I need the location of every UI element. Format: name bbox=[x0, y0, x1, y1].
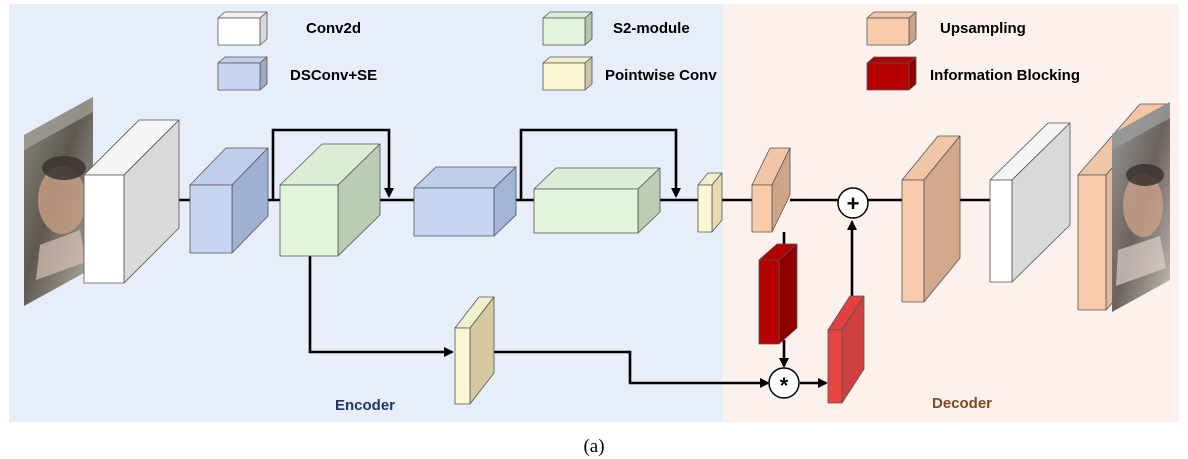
legend-pointwise-conv-label: Pointwise Conv bbox=[605, 67, 717, 84]
legend-dsconv-se-swatch bbox=[217, 56, 268, 91]
encoder-conv2d-block bbox=[83, 119, 180, 284]
legend-conv2d-label: Conv2d bbox=[306, 20, 361, 37]
add-operator: + bbox=[837, 187, 869, 219]
output-image bbox=[1112, 102, 1170, 312]
skip-connection-arrow bbox=[271, 128, 394, 200]
encoder-dsconv-se-block bbox=[413, 166, 517, 237]
decoder-label: Decoder bbox=[932, 395, 992, 412]
branch-pointwise-conv-block bbox=[454, 296, 495, 405]
decoder-upsampling-block bbox=[901, 135, 961, 303]
blocked-feature-block bbox=[827, 295, 865, 404]
encoder-pointwise-conv-block bbox=[697, 172, 723, 233]
encoder-branch-arrow bbox=[308, 256, 454, 357]
legend: Conv2d DSConv+SE S2-module Pointwise Con… bbox=[217, 11, 1080, 91]
legend-dsconv-se-label: DSConv+SE bbox=[290, 67, 377, 84]
encoder-label: Encoder bbox=[335, 397, 395, 414]
multiply-operator: * bbox=[768, 367, 800, 399]
figure-caption: (a) bbox=[583, 436, 604, 457]
legend-information-blocking-swatch bbox=[866, 56, 917, 91]
decoder-upsampling-block bbox=[751, 147, 791, 233]
encoder-dsconv-se-block bbox=[189, 147, 269, 254]
pointwise-to-multiply-arrow bbox=[494, 350, 770, 388]
encoder-s2-module-block bbox=[279, 143, 381, 257]
encoder-s2-module-block bbox=[533, 167, 661, 234]
decoder-conv2d-block bbox=[989, 122, 1071, 283]
legend-s2-module-label: S2-module bbox=[613, 20, 690, 37]
input-image bbox=[24, 97, 93, 306]
information-blocking-block bbox=[758, 243, 798, 345]
multiply-operator-symbol: * bbox=[780, 373, 789, 398]
legend-information-blocking-label: Information Blocking bbox=[930, 67, 1080, 84]
add-operator-symbol: + bbox=[847, 191, 860, 216]
legend-conv2d-swatch bbox=[217, 11, 268, 46]
legend-upsampling-label: Upsampling bbox=[940, 20, 1026, 37]
legend-upsampling-swatch bbox=[866, 11, 917, 46]
legend-pointwise-conv-swatch bbox=[542, 56, 593, 91]
legend-s2-module-swatch bbox=[542, 11, 593, 46]
skip-connection-arrow bbox=[519, 128, 681, 200]
